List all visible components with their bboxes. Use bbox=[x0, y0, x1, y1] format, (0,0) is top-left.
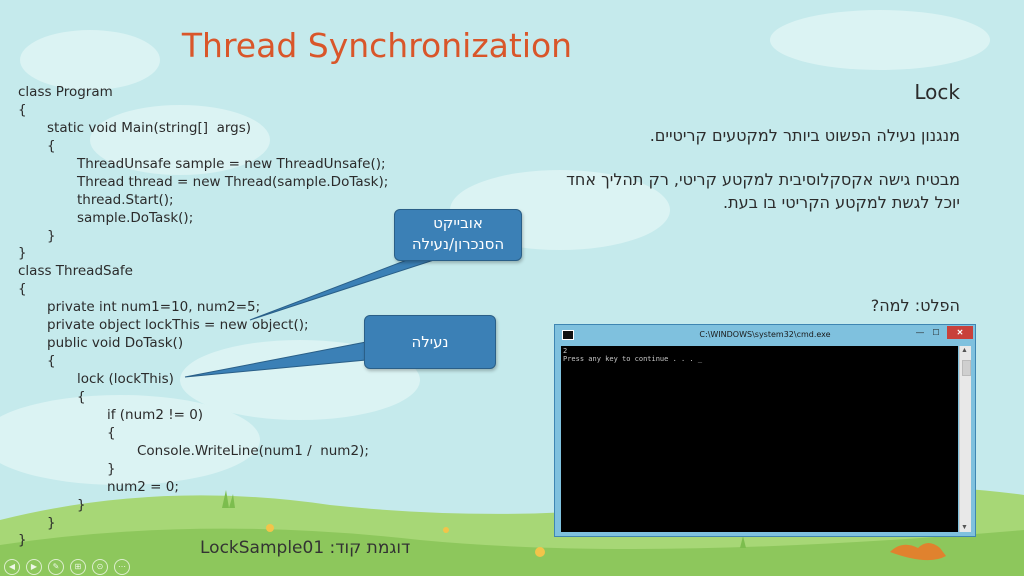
code-line: { bbox=[18, 281, 27, 298]
lock-heading: Lock bbox=[914, 80, 960, 104]
callout-sync-object: אובייקט הסנכרון/נעילה bbox=[394, 209, 522, 261]
code-line: } bbox=[18, 245, 27, 262]
console-icon bbox=[562, 330, 574, 340]
code-line: { bbox=[18, 101, 27, 118]
output-question: הפלט: למה? bbox=[870, 296, 960, 315]
code-line: Thread thread = new Thread(sample.DoTask… bbox=[77, 173, 389, 190]
code-line: if (num2 != 0) bbox=[107, 406, 204, 423]
slides-grid-icon[interactable]: ⊞ bbox=[70, 559, 86, 575]
code-line: class Program bbox=[18, 84, 113, 100]
code-line: { bbox=[107, 424, 116, 441]
code-line: private int num1=10, num2=5; bbox=[47, 299, 261, 316]
more-options-icon[interactable]: ⋯ bbox=[114, 559, 130, 575]
console-title: C:\WINDOWS\system32\cmd.exe bbox=[699, 330, 831, 339]
scroll-up-icon[interactable]: ▲ bbox=[961, 347, 968, 354]
pen-icon[interactable]: ✎ bbox=[48, 559, 64, 575]
console-line: Press any key to continue . . . _ bbox=[563, 355, 703, 363]
code-line: class ThreadSafe bbox=[18, 263, 133, 280]
maximize-icon[interactable]: ☐ bbox=[932, 328, 940, 337]
code-line: thread.Start(); bbox=[77, 191, 174, 208]
code-line: } bbox=[47, 227, 56, 244]
console-titlebar[interactable]: C:\WINDOWS\system32\cmd.exe — ☐ ✕ bbox=[555, 325, 975, 345]
close-icon[interactable]: ✕ bbox=[947, 326, 973, 339]
previous-slide-icon[interactable]: ◀ bbox=[4, 559, 20, 575]
code-line: lock (lockThis) bbox=[77, 371, 174, 387]
scroll-thumb[interactable] bbox=[962, 360, 971, 376]
console-scrollbar[interactable]: ▲ ▼ bbox=[959, 346, 971, 532]
callout-pointer-sync-object bbox=[249, 257, 441, 321]
code-line: } bbox=[77, 496, 86, 513]
callout-sync-object-line1: אובייקט bbox=[433, 214, 483, 232]
lock-description: מנגנון נעילה הפשוט ביותר למקטעים קריטיים… bbox=[649, 126, 960, 145]
lock-guarantee: מבטיח גישה אקסקלוסיבית למקטע קריטי, רק ת… bbox=[566, 170, 960, 212]
code-line: } bbox=[18, 532, 27, 549]
code-line: Console.WriteLine(num1 / num2); bbox=[137, 442, 369, 459]
code-line: public void DoTask() bbox=[47, 335, 184, 352]
code-line: } bbox=[47, 514, 56, 531]
console-line: 2 bbox=[563, 347, 568, 355]
code-line: sample.DoTask(); bbox=[77, 209, 194, 226]
zoom-icon[interactable]: ⊙ bbox=[92, 559, 108, 575]
code-line: num2 = 0; bbox=[107, 478, 179, 495]
code-line: { bbox=[77, 388, 86, 405]
callout-pointer-lock bbox=[184, 341, 367, 378]
code-line: { bbox=[47, 353, 56, 370]
callout-sync-object-line2: הסנכרון/נעילה bbox=[411, 235, 505, 253]
console-window: C:\WINDOWS\system32\cmd.exe — ☐ ✕ 2 Pres… bbox=[554, 324, 976, 537]
code-line: } bbox=[107, 460, 116, 477]
code-line: ThreadUnsafe sample = new ThreadUnsafe()… bbox=[77, 155, 386, 172]
minimize-icon[interactable]: — bbox=[916, 328, 924, 337]
code-line: { bbox=[47, 137, 56, 154]
scroll-down-icon[interactable]: ▼ bbox=[961, 524, 968, 531]
code-sample-caption: דוגמת קוד: LockSample01 bbox=[200, 538, 411, 558]
code-line: private object lockThis = new object(); bbox=[47, 317, 309, 334]
code-sample: class Program{static void Main(string[] … bbox=[18, 84, 388, 550]
console-output[interactable]: 2 Press any key to continue . . . _ bbox=[561, 346, 958, 532]
slide-title: Thread Synchronization bbox=[181, 26, 573, 65]
code-line: static void Main(string[] args) bbox=[47, 119, 252, 136]
callout-lock: נעילה bbox=[364, 315, 496, 369]
next-slide-icon[interactable]: ▶ bbox=[26, 559, 42, 575]
slideshow-nav: ◀ ▶ ✎ ⊞ ⊙ ⋯ bbox=[4, 556, 136, 575]
